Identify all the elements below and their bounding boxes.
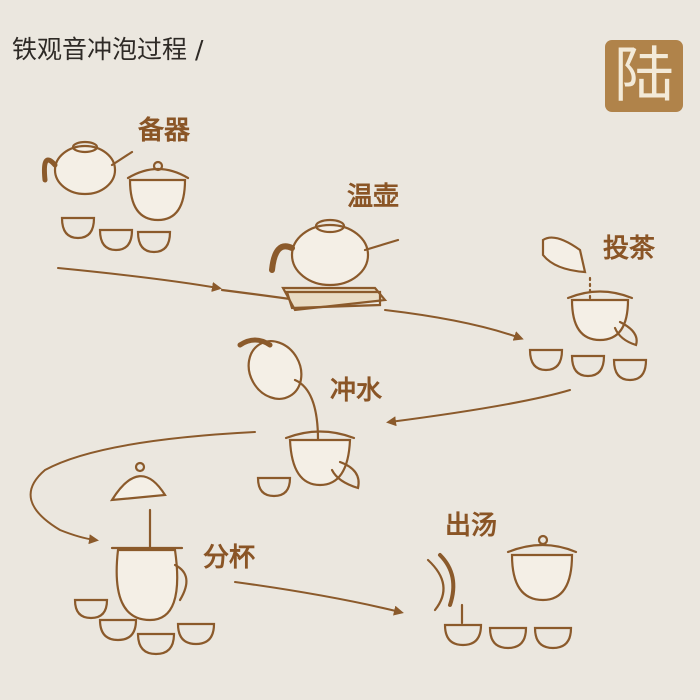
- step-label-warm-pot: 温壶: [347, 182, 400, 212]
- step-label-divide-cups: 分杯: [203, 543, 256, 573]
- step-label-prepare: 备器: [138, 116, 191, 146]
- step-label-serve: 出汤: [445, 511, 498, 541]
- arrow-3: [386, 389, 571, 427]
- seal-logo: 陆: [605, 40, 683, 112]
- teapot-icon: [42, 140, 134, 196]
- warming-pot-icon: [269, 218, 400, 312]
- arrow-5: [234, 581, 404, 616]
- divide-cups-icon: [73, 461, 216, 656]
- serve-icon: [426, 534, 578, 650]
- arrow-4: [29, 431, 256, 545]
- page-title: 铁观音冲泡过程 /: [12, 35, 204, 64]
- step-label-add-tea: 投茶: [603, 234, 656, 264]
- step-label-pour-water: 冲水: [330, 376, 383, 406]
- add-tea-icon: [528, 236, 648, 382]
- arrow-2: [384, 309, 524, 341]
- pour-water-icon: [237, 337, 360, 498]
- gaiwan-icon: [126, 160, 190, 222]
- cups-icon: [60, 216, 172, 254]
- arrow-1: [57, 267, 222, 292]
